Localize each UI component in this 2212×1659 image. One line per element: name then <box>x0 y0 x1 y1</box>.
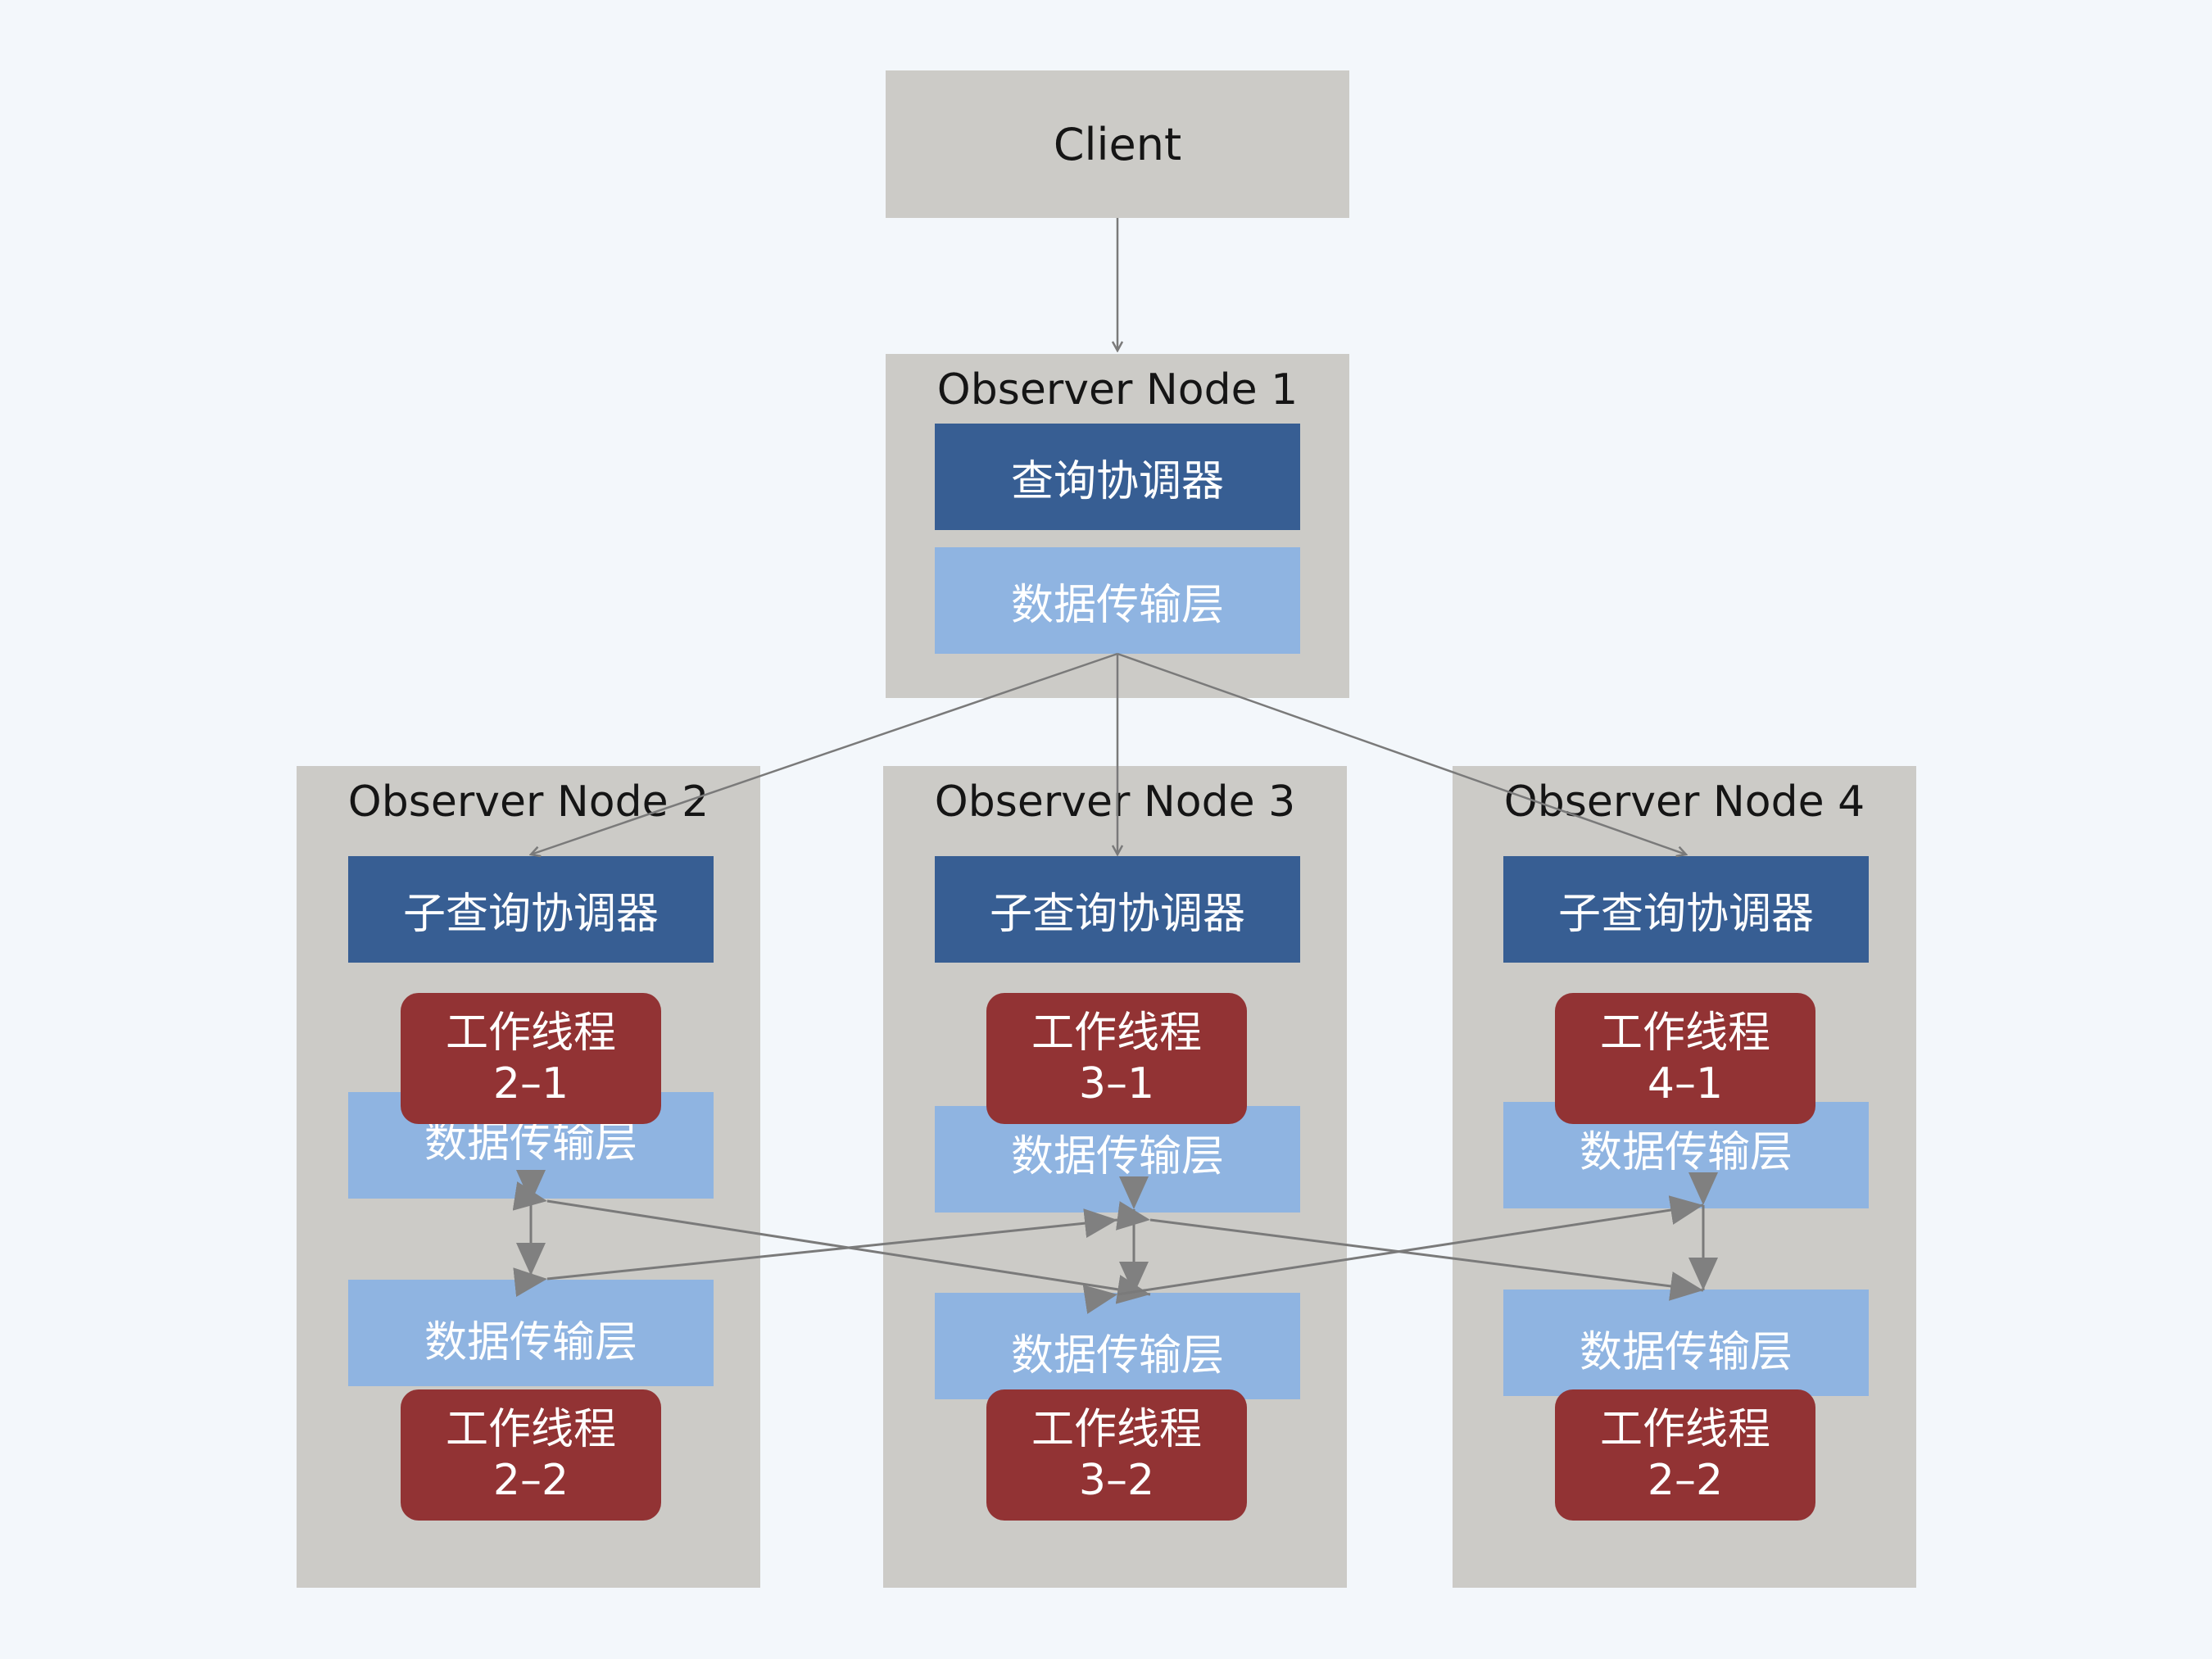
worker-2-2-id: 2–2 <box>492 1456 569 1505</box>
node-3-title: Observer Node 3 <box>934 777 1296 827</box>
exchange-node2b-node3a <box>513 1208 1118 1298</box>
arrow-node1-to-node4 <box>1117 652 1686 854</box>
node-2-sub-coordinator: 子查询协调器 <box>348 856 714 963</box>
node-1-transport-layer: 数据传输层 <box>935 547 1300 654</box>
worker-thread-4-2: 工作线程 2–2 <box>1555 1389 1815 1521</box>
client-label: Client <box>1053 118 1182 170</box>
worker-3-2-id: 3–2 <box>1078 1456 1155 1505</box>
worker-2-1-id: 2–1 <box>492 1059 569 1108</box>
worker-4-1-id: 4–1 <box>1647 1059 1724 1108</box>
query-coordinator: 查询协调器 <box>935 424 1300 530</box>
node-4-title: Observer Node 4 <box>1503 777 1865 827</box>
worker-3-1-id: 3–1 <box>1078 1059 1155 1108</box>
worker-thread-3-2: 工作线程 3–2 <box>986 1389 1247 1521</box>
worker-4-2-id: 2–2 <box>1647 1456 1724 1505</box>
worker-thread-3-1: 工作线程 3–1 <box>986 993 1247 1124</box>
node-2-title: Observer Node 2 <box>347 777 709 827</box>
exchange-node3a-node4b <box>1116 1201 1704 1301</box>
node-4-transport-layer-2: 数据传输层 <box>1503 1290 1869 1396</box>
node-3-sub-coordinator: 子查询协调器 <box>935 856 1300 963</box>
worker-thread-2-1: 工作线程 2–1 <box>401 993 661 1124</box>
worker-thread-2-2: 工作线程 2–2 <box>401 1389 661 1521</box>
exchange-node3b-node4a <box>1082 1195 1704 1314</box>
worker-3-2-label: 工作线程 <box>1031 1405 1202 1454</box>
worker-2-2-label: 工作线程 <box>445 1405 616 1454</box>
worker-3-1-label: 工作线程 <box>1031 1009 1202 1058</box>
worker-2-1-label: 工作线程 <box>445 1009 616 1058</box>
worker-4-1-label: 工作线程 <box>1599 1009 1770 1058</box>
arrow-node1-to-node2 <box>531 652 1118 854</box>
node-1-title: Observer Node 1 <box>936 365 1299 415</box>
worker-4-2-label: 工作线程 <box>1599 1405 1770 1454</box>
worker-thread-4-1: 工作线程 4–1 <box>1555 993 1815 1124</box>
client-box: Client <box>886 70 1349 218</box>
node-4-sub-coordinator: 子查询协调器 <box>1503 856 1869 963</box>
